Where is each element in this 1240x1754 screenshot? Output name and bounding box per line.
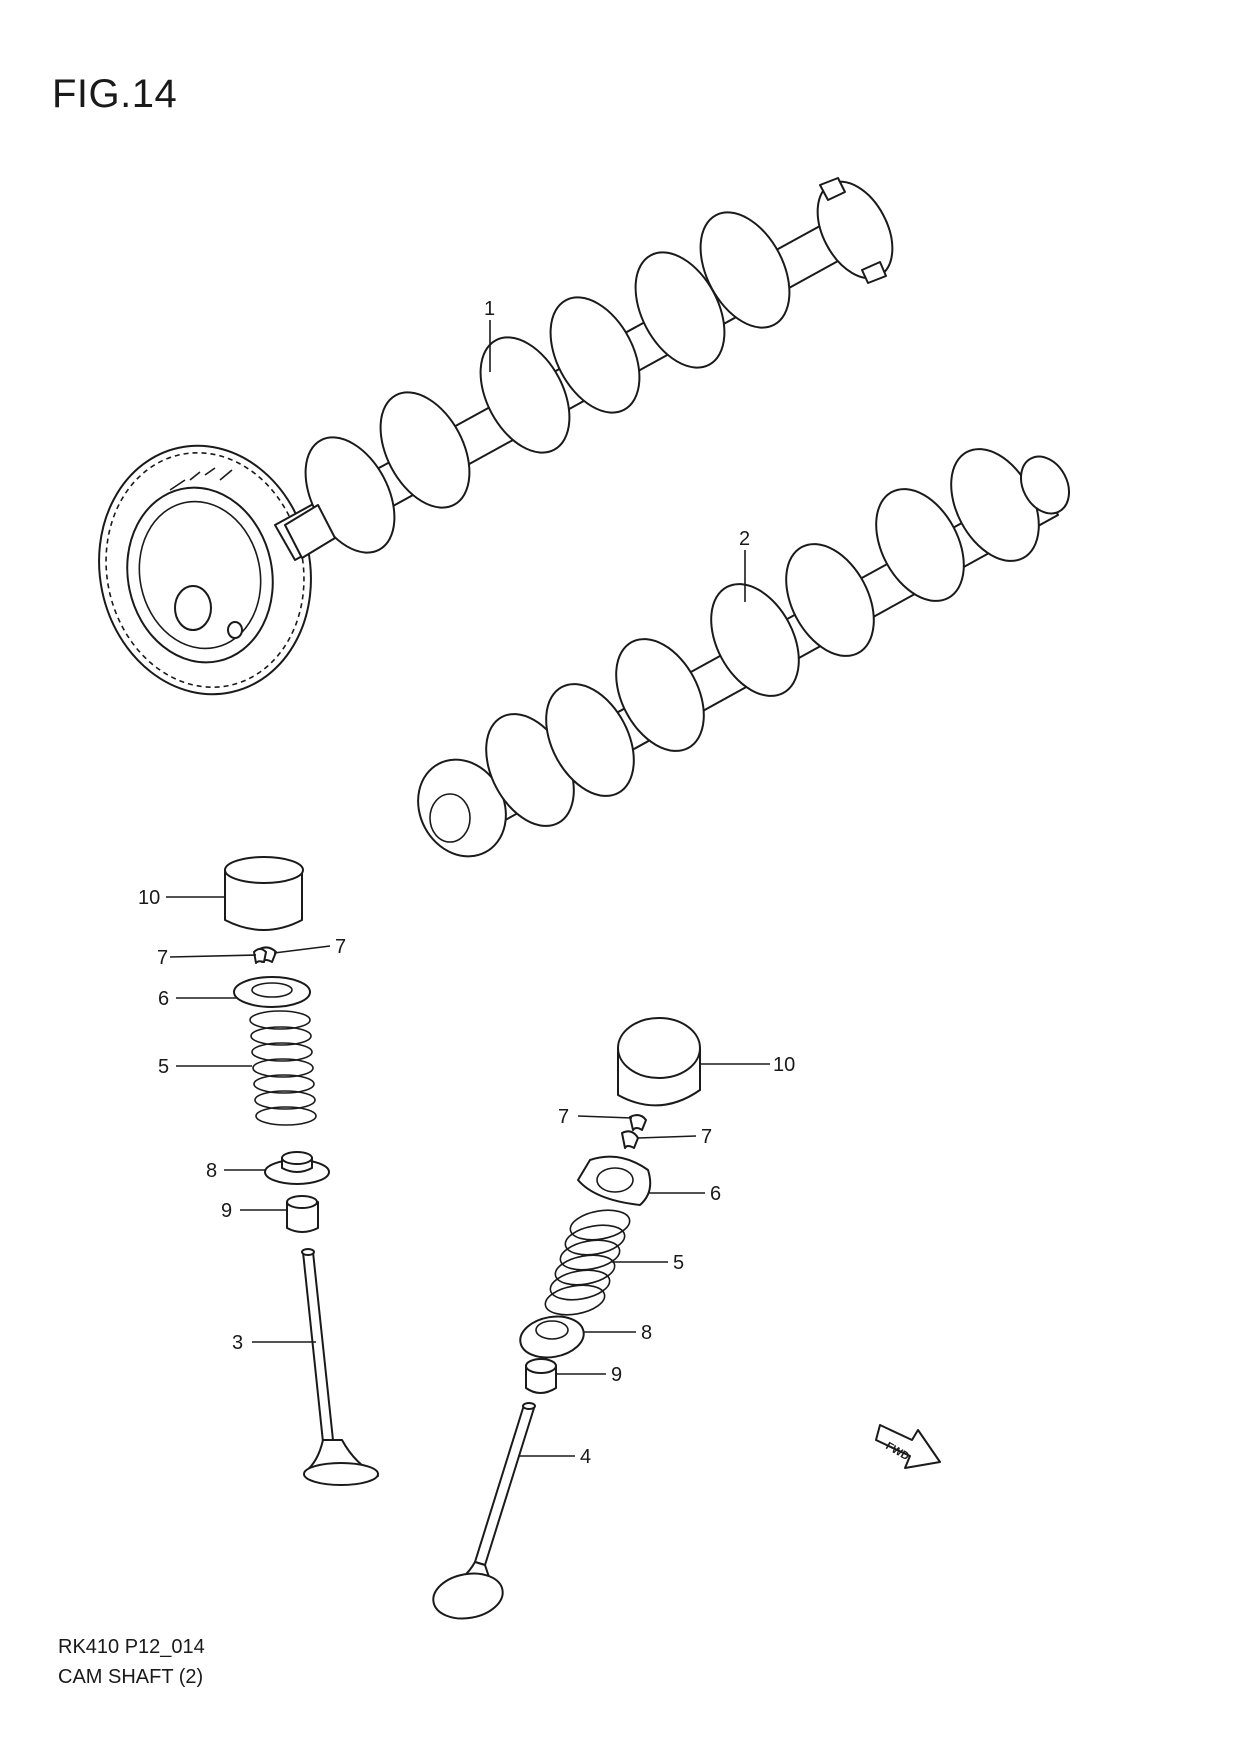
callout-5-left: 5 bbox=[158, 1056, 169, 1078]
camshaft-2[interactable] bbox=[401, 434, 1078, 872]
fwd-arrow-icon: FWD bbox=[875, 1424, 941, 1469]
spring-right[interactable] bbox=[543, 1206, 632, 1319]
callout-7-right-b: 7 bbox=[701, 1126, 712, 1148]
valve-right[interactable] bbox=[430, 1402, 536, 1624]
spring-left[interactable] bbox=[249, 1010, 317, 1126]
valve-stack-right bbox=[430, 1017, 701, 1624]
callout-4: 4 bbox=[580, 1446, 591, 1468]
retainer-left[interactable] bbox=[233, 976, 311, 1008]
callout-7-left-b: 7 bbox=[335, 936, 346, 958]
callout-3: 3 bbox=[232, 1332, 243, 1354]
figure-code: RK410 P12_014 bbox=[58, 1636, 205, 1658]
valve-left[interactable] bbox=[301, 1248, 379, 1486]
seat-right[interactable] bbox=[517, 1312, 587, 1363]
callout-6-left: 6 bbox=[158, 988, 169, 1010]
callout-8-left: 8 bbox=[206, 1160, 217, 1182]
tappet-left[interactable] bbox=[224, 856, 304, 931]
figure-title: FIG.14 bbox=[52, 72, 178, 116]
seal-right[interactable] bbox=[525, 1358, 557, 1394]
seat-left[interactable] bbox=[264, 1151, 330, 1185]
callout-5-right: 5 bbox=[673, 1252, 684, 1274]
callout-7-right-a: 7 bbox=[558, 1106, 569, 1128]
callout-6-right: 6 bbox=[710, 1183, 721, 1205]
figure-name: CAM SHAFT (2) bbox=[58, 1666, 204, 1688]
callout-1: 1 bbox=[484, 298, 495, 320]
callout-8-right: 8 bbox=[641, 1322, 652, 1344]
cam-sprocket bbox=[98, 444, 312, 696]
cotter-right[interactable] bbox=[621, 1114, 647, 1149]
valve-stack-left bbox=[224, 856, 379, 1486]
callout-7-left-a: 7 bbox=[157, 947, 168, 969]
camshaft-1[interactable] bbox=[76, 169, 907, 714]
callout-10-right: 10 bbox=[773, 1054, 795, 1076]
tappet-right[interactable] bbox=[617, 1017, 701, 1107]
callout-9-right: 9 bbox=[611, 1364, 622, 1386]
callout-10-left: 10 bbox=[138, 887, 160, 909]
callout-9-left: 9 bbox=[221, 1200, 232, 1222]
callouts: 1 2 10 7 7 6 5 8 9 3 10 7 7 bbox=[138, 298, 795, 1468]
cotter-left[interactable] bbox=[253, 946, 277, 964]
callout-2: 2 bbox=[739, 528, 750, 550]
retainer-right[interactable] bbox=[577, 1155, 652, 1206]
seal-left[interactable] bbox=[286, 1195, 319, 1233]
